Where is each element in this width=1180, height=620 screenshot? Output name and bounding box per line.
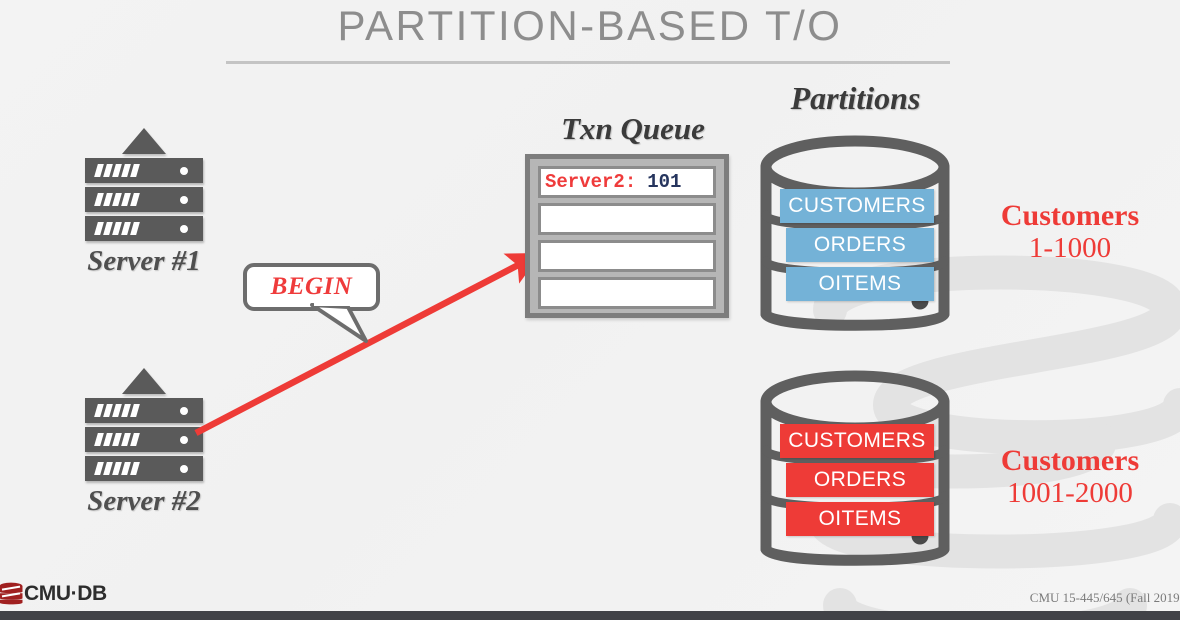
table-label: ORDERS [813,468,907,491]
server-rack-unit [85,398,203,423]
cmudb-logo-text: CMU·DB [24,582,107,605]
server-rack-unit [85,187,203,212]
rack-vents-icon [94,433,140,446]
partition-1-caption-title: Customers [1000,199,1140,232]
server-rack-unit [85,158,203,183]
table-band-orders: ORDERS [786,463,934,497]
txn-queue-box: Server2: 101 [525,154,729,318]
rack-led-icon [180,196,188,204]
server-rack-unit [85,216,203,241]
partition-1-caption-range: 1-1000 [1028,231,1112,264]
rack-led-icon [180,465,188,473]
queue-slot[interactable] [538,277,716,309]
server-rack-unit [85,427,203,452]
partition-2-tables: CUSTOMERS ORDERS OITEMS [780,424,934,536]
server-top-icon [122,368,166,394]
rack-led-icon [180,436,188,444]
partitions-title: Partitions [790,80,921,116]
title-divider [226,61,950,64]
begin-callout-label: BEGIN [270,273,353,300]
partition-2-caption-title: Customers [1000,444,1140,477]
partition-2-caption: Customers 1001-2000 [955,445,1180,510]
table-label: ORDERS [813,233,907,256]
partition-2-caption-range: 1001-2000 [1007,476,1133,509]
cmudb-logo-icon [0,582,23,605]
rack-vents-icon [94,164,140,177]
rack-vents-icon [94,404,140,417]
partition-1-caption: Customers 1-1000 [955,200,1180,265]
table-label: CUSTOMERS [788,194,926,217]
server-1: Server #1 [83,128,205,278]
queue-slot[interactable]: Server2: 101 [538,166,716,198]
page-title: PARTITION-BASED T/O [337,2,843,49]
server-1-label: Server #1 [87,245,201,277]
table-label: OITEMS [818,507,902,530]
footer-bar [0,611,1180,620]
table-band-orders: ORDERS [786,228,934,262]
table-band-oitems: OITEMS [786,267,934,301]
rack-vents-icon [94,193,140,206]
rack-vents-icon [94,462,140,475]
rack-led-icon [180,225,188,233]
queue-slot-txn-id: 101 [647,171,682,193]
table-band-customers: CUSTOMERS [780,189,934,223]
rack-vents-icon [94,222,140,235]
txn-queue-title: Txn Queue [561,111,705,146]
partition-1-cylinder: CUSTOMERS ORDERS OITEMS [748,133,963,348]
server-rack-unit [85,456,203,481]
cmudb-logo[interactable]: CMU·DB [0,581,107,607]
server-top-icon [122,128,166,154]
server-2: Server #2 [83,368,205,518]
queue-slot-server: Server2: [545,171,637,193]
queue-slot[interactable] [538,240,716,272]
server-2-label: Server #2 [87,485,201,517]
table-label: OITEMS [818,272,902,295]
table-label: CUSTOMERS [788,429,926,452]
table-band-customers: CUSTOMERS [780,424,934,458]
table-band-oitems: OITEMS [786,502,934,536]
course-note: CMU 15-445/645 (Fall 2019) [1029,590,1180,605]
partition-2-cylinder: CUSTOMERS ORDERS OITEMS [748,368,963,583]
queue-slot[interactable] [538,203,716,235]
rack-led-icon [180,167,188,175]
rack-led-icon [180,407,188,415]
partition-1-tables: CUSTOMERS ORDERS OITEMS [780,189,934,301]
begin-callout: BEGIN [243,263,380,311]
